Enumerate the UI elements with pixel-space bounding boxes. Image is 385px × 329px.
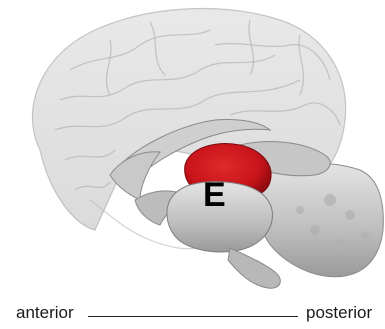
anterior-label: anterior bbox=[16, 303, 74, 323]
structure-label: E bbox=[203, 176, 226, 215]
brainstem bbox=[228, 248, 280, 288]
orientation-axis-line bbox=[88, 316, 298, 317]
posterior-label: posterior bbox=[306, 303, 372, 323]
